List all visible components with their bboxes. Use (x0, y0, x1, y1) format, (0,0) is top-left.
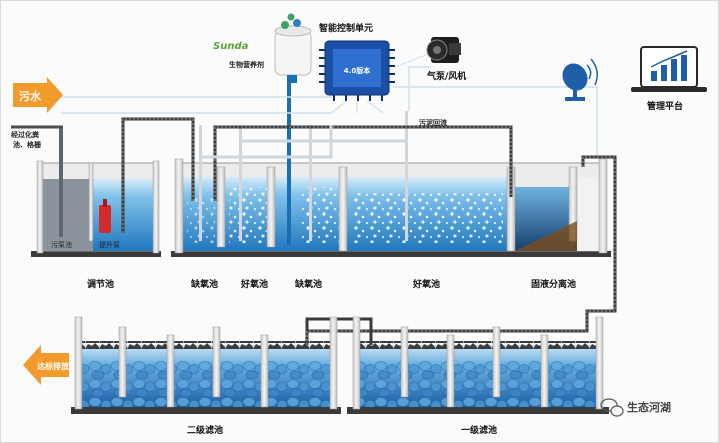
laptop-icon (631, 46, 707, 92)
aeration-bubbles (301, 187, 341, 243)
aeration-bubbles (353, 193, 503, 243)
blower-label: 气泵/风机 (426, 70, 466, 82)
effluent-arrow (23, 345, 69, 385)
anoxic-label-1: 缺氧池 (190, 278, 218, 290)
sludge-return-label: 污泥回流 (419, 118, 447, 127)
nutrient-tank-icon (274, 13, 312, 83)
anoxic-label-2: 缺氧池 (294, 278, 322, 290)
filter-tank-1 (347, 316, 609, 414)
effluent-label: 达标排放 (37, 361, 70, 371)
controller-screen: 4.0版本 (344, 66, 370, 75)
filter-tank-2 (71, 316, 341, 414)
filter1-label: 一级滤池 (461, 424, 497, 436)
influent-arrow (13, 77, 63, 113)
nutrient-label: 生物营养剂 (229, 60, 264, 69)
aerobic-label-1: 好氧池 (240, 278, 268, 290)
ground-slab (31, 251, 161, 257)
influent-label: 污水 (19, 89, 42, 103)
aeration-bubbles (229, 187, 269, 243)
separator-label: 固液分离池 (531, 278, 576, 290)
lift-pump-icon (99, 205, 111, 233)
watermark-label: 生态河湖 (627, 400, 671, 414)
controller-icon: 4.0版本 (319, 40, 395, 101)
wechat-icon (600, 398, 624, 417)
filter2-label: 二级滤池 (187, 424, 223, 436)
satellite-dish-icon (562, 58, 598, 101)
pretreat-label: 经过化粪池、格栅 (11, 130, 41, 149)
platform-label: 管理平台 (647, 100, 683, 112)
bio-tank (174, 81, 608, 254)
aerobic-label-2: 好氧池 (412, 278, 440, 290)
pump-label: 提升泵 (99, 240, 120, 249)
controller-title: 智能控制单元 (319, 22, 373, 34)
ground-slab (171, 251, 611, 257)
blower-icon (426, 37, 461, 63)
nutrient-brand: Sunda (213, 41, 249, 52)
wellin-label: 污泵池 (51, 240, 72, 249)
regulating-label: 调节池 (87, 278, 114, 290)
regulating-tank: 污泵池 提升泵 (36, 127, 160, 254)
controller-wires (330, 52, 432, 114)
